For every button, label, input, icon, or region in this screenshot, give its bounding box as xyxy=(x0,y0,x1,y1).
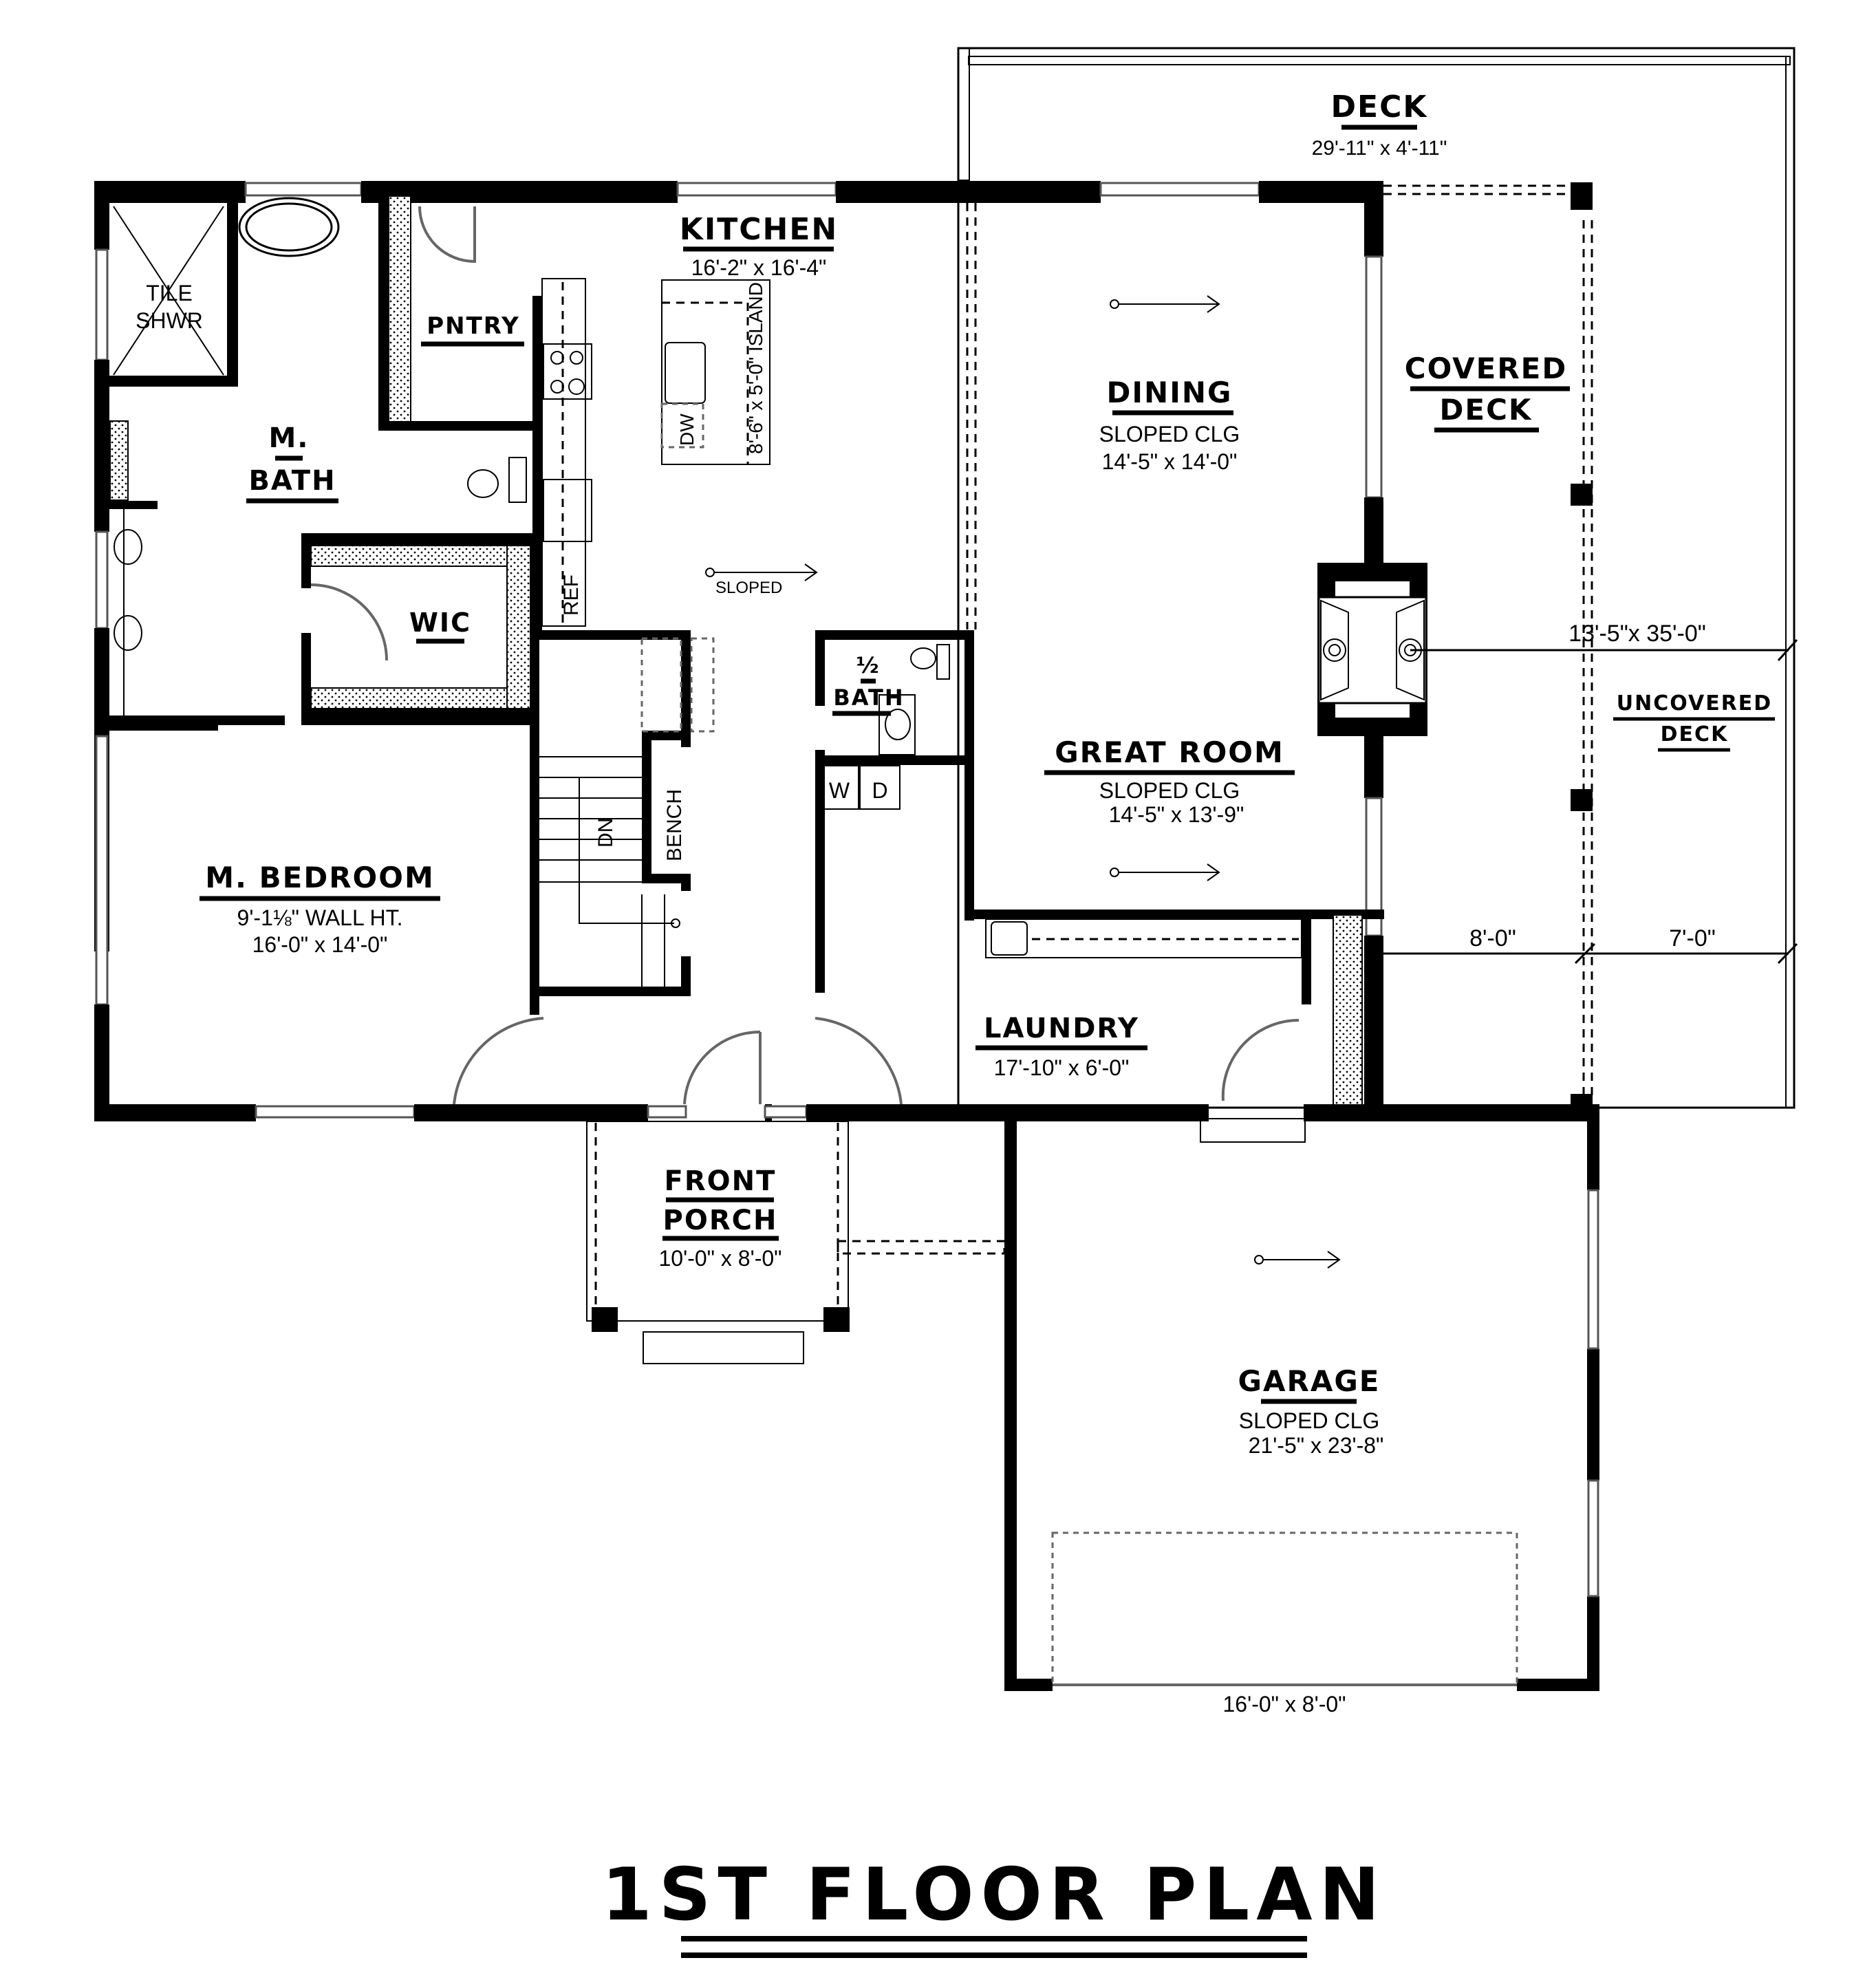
wic-label: WIC xyxy=(409,607,471,638)
tile-shower-line2: SHWR xyxy=(136,308,203,333)
kitchen-size: 16'-2" x 16'-4" xyxy=(691,255,827,280)
covered-depth-dimension: 8'-0" xyxy=(1469,925,1516,951)
great-room-ceiling: SLOPED CLG xyxy=(1099,778,1240,803)
sink-icon xyxy=(665,342,706,404)
room-labels: DECK 29'-11" x 4'-11" KITCHEN 16'-2" x 1… xyxy=(136,89,1775,1717)
plan-title-block: 1ST FLOOR PLAN xyxy=(602,1853,1387,1958)
half-bath-fraction: ½ xyxy=(856,652,880,678)
dining-label: DINING xyxy=(1107,376,1233,409)
refrigerator-icon xyxy=(543,479,592,542)
washer-icon xyxy=(820,765,859,810)
garage-step xyxy=(1200,1118,1306,1143)
kitchen-sloped-label: SLOPED xyxy=(715,579,782,597)
island-label: 8'-6" x 5'-0" ISLAND xyxy=(745,282,766,454)
kitchen-label: KITCHEN xyxy=(680,212,838,247)
dishwasher-label: DW xyxy=(676,413,698,446)
garage-door-track xyxy=(1051,1531,1518,1686)
dryer-icon xyxy=(859,765,901,810)
laundry-size: 17'-10" x 6'-0" xyxy=(994,1055,1130,1080)
uncovered-deck-line2: DECK xyxy=(1661,722,1729,746)
dining-size: 14'-5" x 14'-0" xyxy=(1102,449,1238,474)
bedroom-door xyxy=(453,1017,544,1105)
pantry-door xyxy=(418,206,476,263)
master-bedroom-wall-height: 9'-1⅛" WALL HT. xyxy=(237,905,403,930)
uncovered-depth-dimension: 7'-0" xyxy=(1669,925,1716,951)
deck-size: 29'-11" x 4'-11" xyxy=(1312,137,1447,160)
dishwasher xyxy=(660,402,704,449)
refrigerator-label: REF xyxy=(560,574,583,616)
master-bath-line2: BATH xyxy=(248,465,336,497)
laundry-hall-door xyxy=(815,1017,903,1105)
front-porch-line2: PORCH xyxy=(663,1205,778,1236)
kitchen-island xyxy=(661,279,770,465)
front-porch-line1: FRONT xyxy=(665,1165,777,1197)
covered-deck-line2: DECK xyxy=(1440,393,1533,427)
garage-door-size: 16'-0" x 8'-0" xyxy=(1222,1692,1346,1717)
porch-post xyxy=(823,1307,850,1332)
garage-walls xyxy=(1004,1108,1599,1691)
wic-door xyxy=(310,583,388,661)
great-room-size: 14'-5" x 13'-9" xyxy=(1109,802,1244,827)
porch-post xyxy=(592,1307,618,1332)
fireplace xyxy=(1317,563,1427,736)
deck-post xyxy=(1571,484,1593,506)
master-bath-line1: M. xyxy=(269,422,310,454)
master-bedroom-size: 16'-0" x 14'-0" xyxy=(252,932,388,957)
porch-step xyxy=(643,1331,804,1364)
deck-label: DECK xyxy=(1331,89,1428,125)
fixtures xyxy=(114,197,1306,1364)
half-bath-label: BATH xyxy=(833,685,904,711)
uncovered-deck-line1: UNCOVERED xyxy=(1617,691,1772,715)
front-door xyxy=(683,1030,762,1105)
deck-post xyxy=(1571,789,1593,811)
interior-walls xyxy=(109,181,1384,1106)
exterior-walls xyxy=(94,181,1599,1121)
dining-ceiling: SLOPED CLG xyxy=(1099,422,1240,446)
dimension-lines xyxy=(1383,638,1798,965)
laundry-label: LAUNDRY xyxy=(984,1013,1139,1044)
garage-label: GARAGE xyxy=(1238,1364,1381,1398)
dryer-label: D xyxy=(872,778,887,803)
stairs-direction: DN xyxy=(594,818,617,848)
slope-arrows xyxy=(705,295,1341,1269)
range-icon xyxy=(543,343,592,400)
covered-deck-line1: COVERED xyxy=(1405,352,1568,385)
stair-treads xyxy=(539,637,715,987)
washer-label: W xyxy=(829,778,850,803)
tile-shower-line1: TILE xyxy=(146,281,193,305)
garage-ceiling: SLOPED CLG xyxy=(1239,1408,1380,1433)
master-bedroom-label: M. BEDROOM xyxy=(205,861,434,894)
deck-post xyxy=(1571,182,1593,210)
great-room-label: GREAT ROOM xyxy=(1055,735,1284,769)
garage-size: 21'-5" x 23'-8" xyxy=(1249,1433,1384,1458)
deck-overall-dimension: 13'-5"x 35'-0" xyxy=(1568,621,1706,647)
pantry-label: PNTRY xyxy=(427,312,520,340)
garage-entry-door xyxy=(1221,1018,1300,1101)
bench-label: BENCH xyxy=(663,789,686,861)
front-porch-size: 10'-0" x 8'-0" xyxy=(658,1246,781,1271)
plan-title: 1ST FLOOR PLAN xyxy=(602,1853,1387,1937)
